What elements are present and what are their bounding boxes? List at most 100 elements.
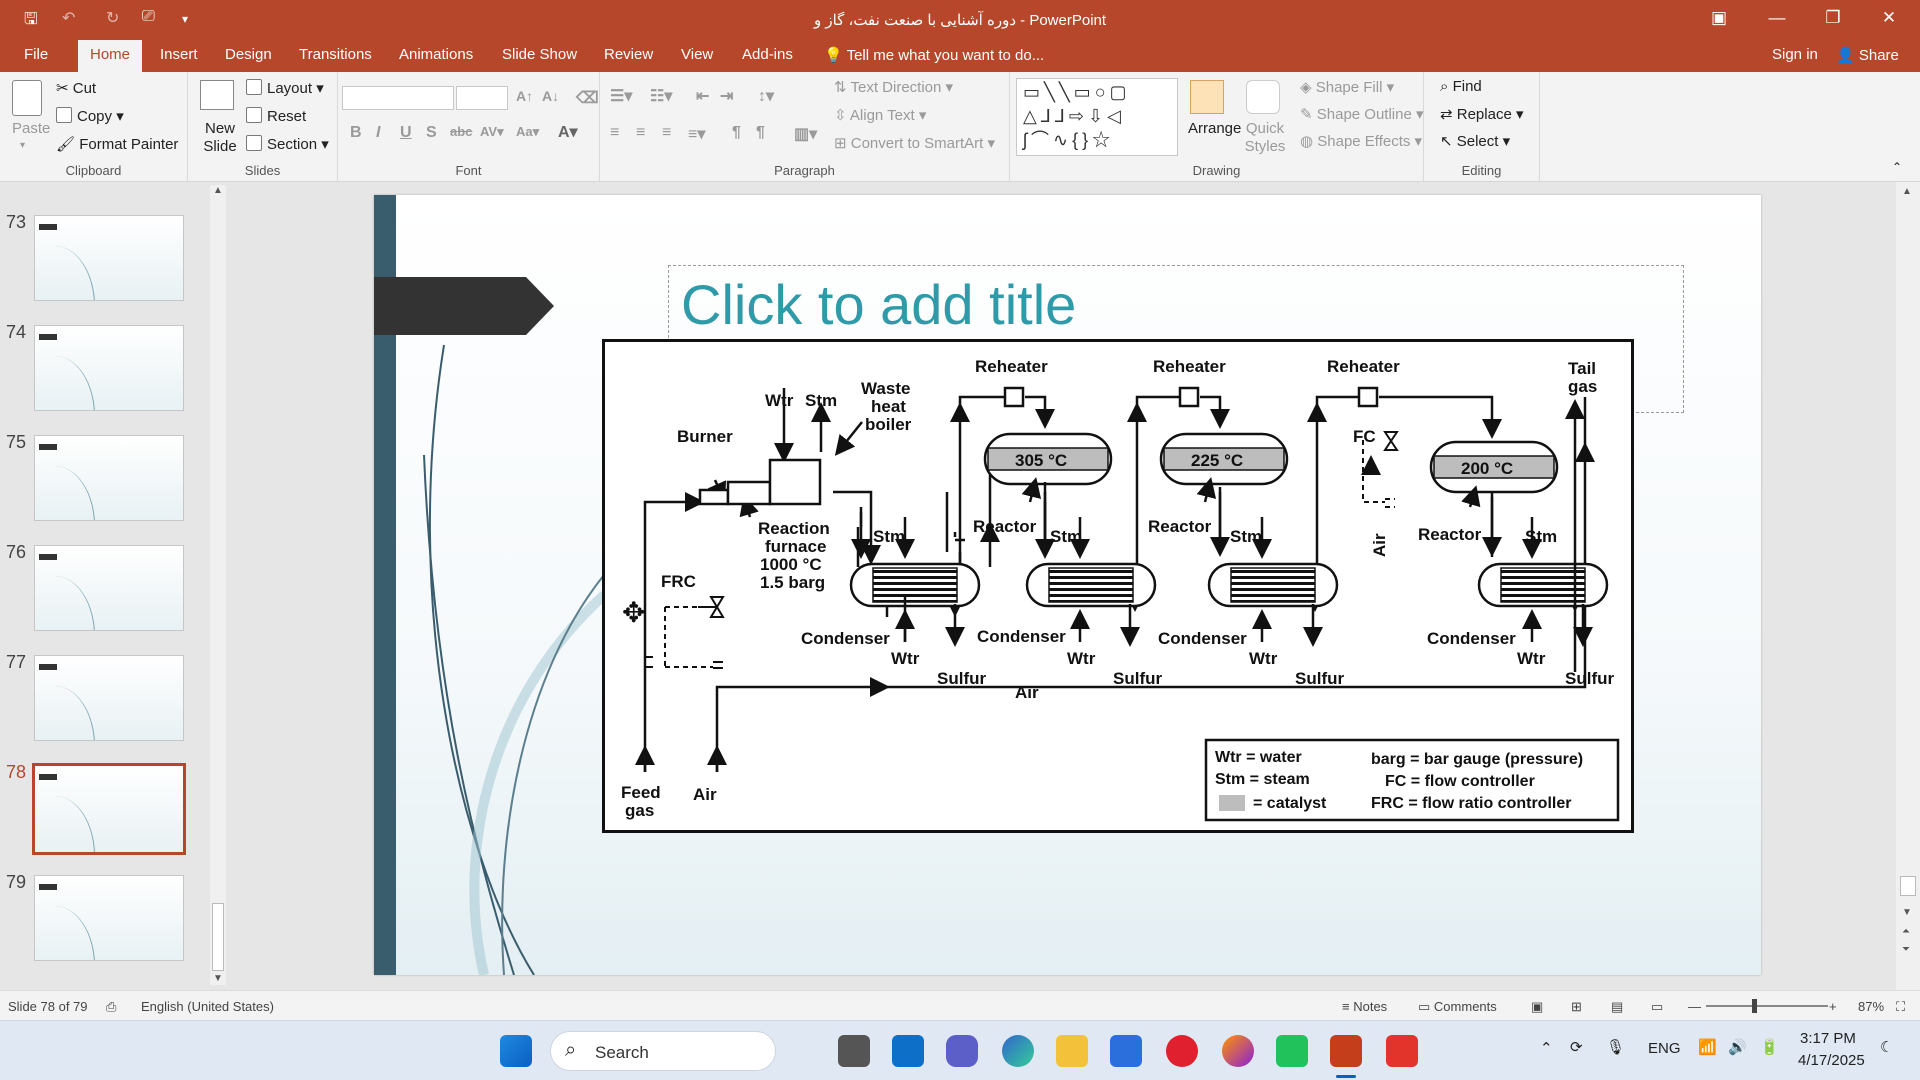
- comments-button[interactable]: ▭ Comments: [1418, 999, 1497, 1015]
- firefox-icon[interactable]: [1222, 1035, 1254, 1067]
- tab-view[interactable]: View: [681, 46, 714, 63]
- slide-thumbnail[interactable]: [34, 435, 184, 521]
- align-left-icon[interactable]: ≡: [610, 124, 620, 141]
- text-direction-button[interactable]: ⇅ Text Direction ▾: [834, 79, 954, 96]
- slide-scrollbar[interactable]: ▲ ▼ ⏶ ⏷: [1896, 182, 1920, 990]
- copy-button[interactable]: Copy ▾: [56, 107, 124, 125]
- windows-start-icon[interactable]: [500, 1035, 532, 1067]
- slideshow-icon[interactable]: ▭: [1651, 999, 1664, 1014]
- layout-button[interactable]: Layout ▾: [246, 79, 324, 97]
- select-button[interactable]: ↖ Select ▾: [1440, 133, 1511, 150]
- underline-icon[interactable]: U: [400, 124, 412, 141]
- battery-icon[interactable]: 🔋: [1760, 1039, 1779, 1056]
- close-button[interactable]: ✕: [1881, 8, 1897, 27]
- start-from-beginning-icon[interactable]: ⎚: [142, 8, 155, 25]
- align-right-icon[interactable]: ≡: [662, 124, 672, 141]
- paste-icon[interactable]: [12, 80, 42, 116]
- next-slide-icon[interactable]: ⏷: [1902, 944, 1910, 955]
- font-size-combo[interactable]: [456, 86, 508, 110]
- clock-time[interactable]: 3:17 PM: [1800, 1030, 1856, 1047]
- tab-animations[interactable]: Animations: [399, 46, 474, 63]
- strikethrough-icon[interactable]: abc: [450, 124, 473, 139]
- shadow-icon[interactable]: S: [426, 124, 437, 141]
- sulfur-recovery-diagram[interactable]: Burner Wtr Stm Waste heat boiler Reheate…: [602, 339, 1634, 833]
- arrange-button[interactable]: Arrange: [1188, 120, 1242, 137]
- character-spacing-icon[interactable]: AV▾: [480, 124, 504, 139]
- file-explorer-icon[interactable]: [1056, 1035, 1088, 1067]
- line-spacing-icon[interactable]: ↕▾: [758, 88, 775, 105]
- slide-sorter-icon[interactable]: ⊞: [1571, 999, 1582, 1014]
- tab-insert[interactable]: Insert: [160, 46, 198, 63]
- quick-styles-button[interactable]: Quick Styles: [1244, 120, 1286, 155]
- collapse-ribbon-icon[interactable]: ⌃: [1892, 160, 1903, 174]
- new-slide-button[interactable]: New Slide: [203, 120, 237, 155]
- show-hidden-icons[interactable]: ⌃: [1540, 1040, 1553, 1057]
- reading-view-icon[interactable]: ▤: [1611, 999, 1624, 1014]
- italic-icon[interactable]: I: [376, 124, 381, 141]
- reset-button[interactable]: Reset: [246, 107, 306, 125]
- section-button[interactable]: Section ▾: [246, 135, 329, 153]
- input-language[interactable]: ENG: [1648, 1040, 1681, 1057]
- arrange-icon[interactable]: [1190, 80, 1224, 114]
- tab-review[interactable]: Review: [604, 46, 654, 63]
- normal-view-icon[interactable]: ▣: [1531, 999, 1544, 1014]
- redo-icon[interactable]: ↻: [106, 10, 120, 27]
- increase-font-icon[interactable]: A↑: [516, 88, 534, 104]
- replace-button[interactable]: ⇄ Replace ▾: [1440, 106, 1524, 123]
- zoom-slider-thumb[interactable]: [1752, 999, 1757, 1013]
- tab-add-ins[interactable]: Add-ins: [742, 46, 793, 63]
- opera-icon[interactable]: [1166, 1035, 1198, 1067]
- zoom-out-button[interactable]: —: [1688, 999, 1701, 1014]
- taskbar-search[interactable]: ⌕ Search: [550, 1031, 776, 1071]
- convert-smartart-button[interactable]: ⊞ Convert to SmartArt ▾: [834, 135, 995, 152]
- shape-outline-button[interactable]: ✎ Shape Outline ▾: [1300, 106, 1424, 123]
- notes-button[interactable]: ≡ Notes: [1342, 999, 1387, 1014]
- scroll-down-icon[interactable]: ▼: [213, 973, 223, 984]
- language-indicator[interactable]: English (United States): [141, 999, 274, 1014]
- fit-to-window-icon[interactable]: ⛶: [1896, 999, 1906, 1014]
- slide-thumbnail[interactable]: [34, 545, 184, 631]
- scroll-thumb[interactable]: [212, 903, 224, 971]
- tell-me-box[interactable]: 💡 Tell me what you want to do...: [824, 46, 1044, 64]
- edge-icon[interactable]: [1002, 1035, 1034, 1067]
- columns-icon[interactable]: ▥▾: [794, 126, 818, 143]
- previous-slide-icon[interactable]: ⏶: [1902, 926, 1910, 937]
- shapes-gallery[interactable]: ▭╲╲▭○▢△⅃⅃⇨⇩◁ʃ⌒∿{}☆: [1016, 78, 1178, 156]
- slide-thumbnail[interactable]: [34, 215, 184, 301]
- powerpoint-icon[interactable]: [1330, 1035, 1362, 1067]
- customize-qat-icon[interactable]: ▾: [182, 12, 189, 26]
- center-icon[interactable]: ≡: [636, 124, 646, 141]
- minimize-button[interactable]: —: [1768, 8, 1786, 27]
- font-color-icon[interactable]: A▾: [558, 124, 578, 141]
- tab-file[interactable]: File: [24, 46, 49, 63]
- shape-effects-button[interactable]: ◍ Shape Effects ▾: [1300, 133, 1423, 150]
- scroll-thumb[interactable]: [1900, 876, 1916, 896]
- scroll-up-icon[interactable]: ▲: [1902, 186, 1912, 197]
- volume-icon[interactable]: 🔊: [1728, 1039, 1747, 1056]
- microphone-icon[interactable]: 🎙: [1606, 1039, 1626, 1056]
- quick-styles-icon[interactable]: [1246, 80, 1280, 114]
- change-case-icon[interactable]: Aa▾: [516, 124, 540, 139]
- zoom-level[interactable]: 87%: [1858, 999, 1885, 1014]
- shape-fill-button[interactable]: ◈ Shape Fill ▾: [1300, 79, 1395, 96]
- paste-button[interactable]: Paste: [12, 120, 51, 137]
- slide-thumbnail[interactable]: [34, 325, 184, 411]
- save-icon[interactable]: 🖫: [24, 11, 38, 28]
- rtl-icon[interactable]: ¶: [756, 124, 765, 141]
- sync-icon[interactable]: ⟳: [1570, 1039, 1583, 1056]
- restore-button[interactable]: ❐: [1825, 8, 1841, 27]
- slide-thumbnail[interactable]: [34, 655, 184, 741]
- clock-date[interactable]: 4/17/2025: [1798, 1052, 1865, 1069]
- format-painter-button[interactable]: 🖌 Format Painter: [56, 135, 178, 153]
- paste-dropdown-icon[interactable]: ▾: [20, 140, 26, 151]
- sign-in-link[interactable]: Sign in: [1772, 46, 1818, 63]
- font-name-combo[interactable]: [342, 86, 454, 110]
- new-slide-icon[interactable]: [200, 80, 234, 110]
- increase-indent-icon[interactable]: ⇥: [720, 88, 734, 105]
- find-button[interactable]: ⌕ Find: [1440, 78, 1482, 95]
- share-button[interactable]: 👤 Share: [1836, 46, 1899, 64]
- scroll-up-icon[interactable]: ▲: [213, 185, 223, 196]
- store-icon[interactable]: [1110, 1035, 1142, 1067]
- bullets-icon[interactable]: ☰▾: [610, 88, 633, 105]
- teams-icon[interactable]: [946, 1035, 978, 1067]
